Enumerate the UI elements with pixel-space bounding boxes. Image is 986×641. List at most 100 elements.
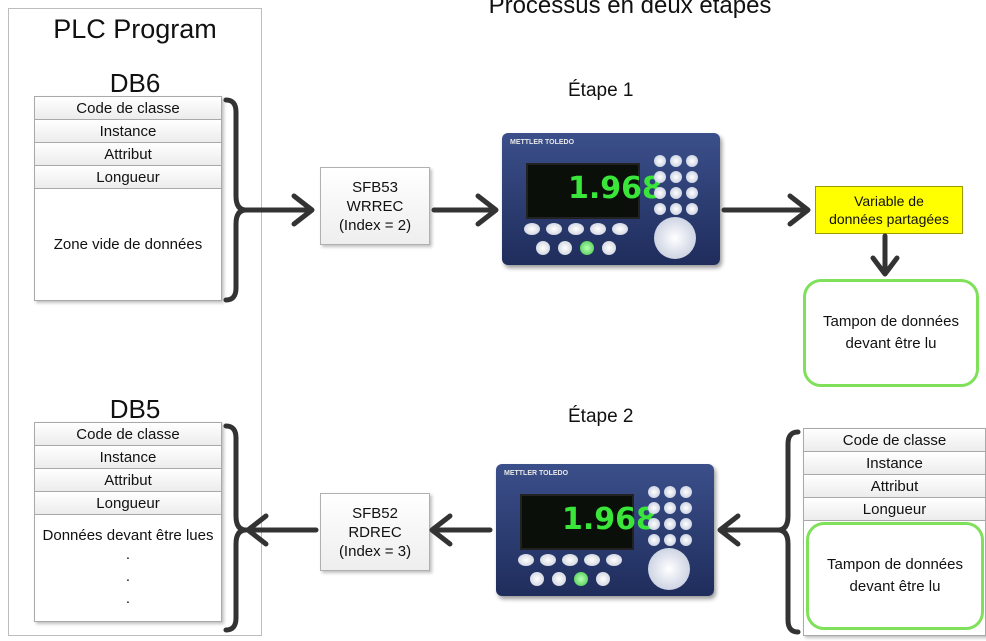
db5-dot: . (125, 590, 131, 607)
db6-title: DB6 (109, 68, 161, 98)
sfb53-line: SFB53 (352, 178, 398, 196)
buffer-line: Tampon de données (827, 556, 963, 573)
numeric-key-icon (680, 502, 692, 514)
navigation-pad-icon (648, 548, 690, 590)
arrowhead (787, 193, 811, 227)
db5-row-instance: Instance (35, 446, 221, 469)
arrowhead (291, 193, 315, 227)
weight-display: 1.968 (568, 171, 663, 206)
function-key-icon (596, 572, 610, 586)
step2-row-attribute: Attribut (804, 475, 985, 498)
db6-row-attribute: Attribut (35, 143, 221, 166)
db5-data-zone: Données devant être lues . . . (35, 515, 221, 619)
db5-row-length: Longueur (35, 492, 221, 515)
print-key-icon (580, 241, 594, 255)
variable-line: données partagées (829, 211, 949, 227)
db5-title: DB5 (109, 394, 161, 424)
db5-row-attribute: Attribut (35, 469, 221, 492)
db6-brace (223, 97, 249, 303)
print-key-icon (574, 572, 588, 586)
db6-row-instance: Instance (35, 120, 221, 143)
sfb52-line: (Index = 3) (338, 542, 412, 560)
sfb52-line: SFB52 (352, 504, 398, 522)
step-1-label: Étape 1 (568, 80, 634, 101)
terminal-brand: METTLER TOLEDO (510, 139, 575, 146)
navigation-pad-icon (654, 217, 696, 259)
numeric-key-icon (654, 203, 666, 215)
shared-data-variable-box: Variable de données partagées (815, 186, 963, 234)
arrowhead (429, 513, 453, 547)
softkey-icon (612, 223, 628, 235)
plc-program-title: PLC Program (53, 14, 217, 44)
db5-dot: . (125, 568, 131, 585)
db6-body-text: Zone vide de données (53, 235, 203, 253)
step2-row-instance: Instance (804, 452, 985, 475)
db5-body-text: Données devant être lues (42, 527, 214, 544)
numeric-key-icon (654, 155, 666, 167)
softkey-icon (524, 223, 540, 235)
function-key-icon (552, 572, 566, 586)
numeric-key-icon (686, 203, 698, 215)
numeric-key-icon (686, 155, 698, 167)
numeric-key-icon (686, 171, 698, 183)
numeric-key-icon (670, 155, 682, 167)
numeric-key-icon (664, 534, 676, 546)
step2-register-brace (775, 429, 801, 635)
numeric-key-icon (648, 518, 660, 530)
db5-register: Code de classe Instance Attribut Longueu… (34, 422, 222, 622)
numeric-key-icon (670, 187, 682, 199)
sfb53-wrrec-box: SFB53 WRREC (Index = 2) (320, 167, 430, 245)
db5-brace (223, 423, 249, 633)
softkey-icon (562, 554, 578, 566)
arrowhead (870, 255, 900, 277)
numeric-key-icon (664, 502, 676, 514)
variable-line: Variable de (854, 193, 924, 209)
data-buffer-box-step1: Tampon de données devant être lu (803, 279, 979, 387)
function-key-icon (602, 241, 616, 255)
numeric-key-icon (654, 171, 666, 183)
diagram-title: Processus en deux étapes (488, 0, 772, 19)
numeric-key-icon (664, 486, 676, 498)
numeric-key-icon (670, 203, 682, 215)
sfb53-line: (Index = 2) (338, 216, 412, 234)
step2-row-length: Longueur (804, 498, 985, 521)
numeric-key-icon (680, 486, 692, 498)
function-key-icon (536, 241, 550, 255)
softkey-icon (546, 223, 562, 235)
softkey-icon (540, 554, 556, 566)
terminal-screen: 1.968 (520, 494, 657, 550)
terminal-brand: METTLER TOLEDO (504, 470, 569, 477)
numeric-key-icon (680, 518, 692, 530)
numeric-key-icon (648, 486, 660, 498)
step-2-label: Étape 2 (568, 406, 634, 427)
arrowhead (245, 513, 269, 547)
softkey-icon (606, 554, 622, 566)
arrowhead (717, 513, 741, 547)
softkey-icon (518, 554, 534, 566)
weight-display: 1.968 (562, 502, 657, 537)
numeric-key-icon (648, 502, 660, 514)
sfb52-line: RDREC (348, 523, 402, 541)
terminal-screen: 1.968 (526, 163, 663, 219)
terminal-device-step2: METTLER TOLEDO 1.968 (496, 464, 714, 596)
function-key-icon (558, 241, 572, 255)
numeric-key-icon (648, 534, 660, 546)
db6-register: Code de classe Instance Attribut Longueu… (34, 96, 222, 301)
numeric-key-icon (664, 518, 676, 530)
step2-row-class-code: Code de classe (804, 429, 985, 452)
db5-dot: . (125, 546, 131, 563)
numeric-key-icon (654, 187, 666, 199)
numeric-key-icon (680, 534, 692, 546)
db5-row-class-code: Code de classe (35, 423, 221, 446)
buffer-line: devant être lu (849, 578, 941, 595)
arrowhead (475, 193, 499, 227)
sfb52-rdrec-box: SFB52 RDREC (Index = 3) (320, 493, 430, 571)
buffer-line: devant être lu (845, 335, 937, 352)
data-buffer-box-step2: Tampon de données devant être lu (806, 522, 984, 630)
numeric-key-icon (670, 171, 682, 183)
buffer-line: Tampon de données (823, 313, 959, 330)
softkey-icon (568, 223, 584, 235)
numeric-key-icon (686, 187, 698, 199)
sfb53-line: WRREC (346, 197, 404, 215)
